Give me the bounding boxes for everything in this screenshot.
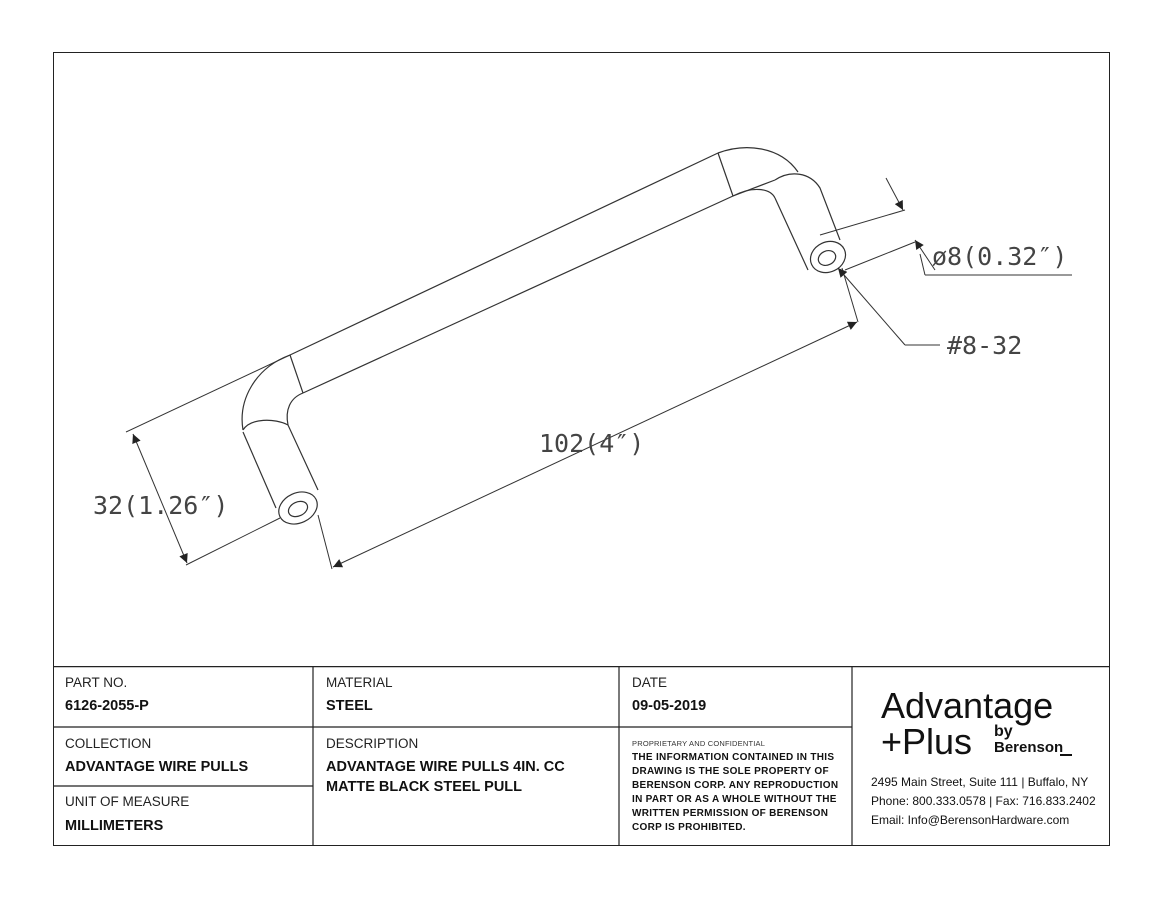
- logo-underline: [1060, 754, 1072, 756]
- title-block-grid: [53, 666, 1110, 846]
- contact-info: 2495 Main Street, Suite 111 | Buffalo, N…: [871, 773, 1106, 830]
- proprietary-line: CORP IS PROHIBITED.: [632, 822, 746, 833]
- material-label: MATERIAL: [326, 675, 393, 690]
- contact-email: Email: Info@BerensonHardware.com: [871, 813, 1070, 827]
- proprietary-heading: PROPRIETARY AND CONFIDENTIAL: [632, 739, 766, 748]
- logo-brand: Berenson: [994, 739, 1064, 756]
- proprietary-line: BERENSON CORP. ANY REPRODUCTION: [632, 780, 839, 791]
- material-value: STEEL: [326, 698, 373, 714]
- part-no-cell: PART NO. 6126-2055-P: [53, 666, 313, 727]
- unit-label: UNIT OF MEASURE: [65, 794, 190, 809]
- dim-height-label: 32(1.26″): [93, 491, 228, 520]
- unit-cell: UNIT OF MEASURE MILLIMETERS: [53, 786, 313, 846]
- contact-phone: Phone: 800.333.0578 | Fax: 716.833.2402: [871, 794, 1096, 808]
- description-line-2: MATTE BLACK STEEL PULL: [326, 779, 523, 795]
- pull-handle: [241, 147, 847, 525]
- description-cell: DESCRIPTION ADVANTAGE WIRE PULLS 4IN. CC…: [313, 727, 619, 846]
- drawing-frame: [53, 52, 1110, 846]
- contact-address: 2495 Main Street, Suite 111 | Buffalo, N…: [871, 775, 1089, 789]
- proprietary-cell: PROPRIETARY AND CONFIDENTIAL THE INFORMA…: [619, 727, 852, 846]
- logo-line-1: Advantage: [881, 685, 1054, 726]
- part-no-label: PART NO.: [65, 675, 128, 690]
- proprietary-line: IN PART OR AS A WHOLE WITHOUT THE: [632, 794, 837, 805]
- collection-cell: COLLECTION ADVANTAGE WIRE PULLS: [53, 727, 313, 786]
- description-line-1: ADVANTAGE WIRE PULLS 4IN. CC: [326, 759, 565, 775]
- date-label: DATE: [632, 675, 668, 690]
- date-cell: DATE 09-05-2019: [619, 666, 852, 727]
- material-cell: MATERIAL STEEL: [313, 666, 619, 727]
- part-no-value: 6126-2055-P: [65, 698, 149, 714]
- collection-value: ADVANTAGE WIRE PULLS: [65, 759, 249, 775]
- dimension-lines: [125, 177, 1072, 570]
- proprietary-line: WRITTEN PERMISSION OF BERENSON: [632, 808, 829, 819]
- logo-line-2: +Plus: [881, 721, 973, 762]
- dim-length-label: 102(4″): [539, 429, 644, 458]
- date-value: 09-05-2019: [632, 698, 707, 714]
- description-label: DESCRIPTION: [326, 736, 419, 751]
- proprietary-line: DRAWING IS THE SOLE PROPERTY OF: [632, 766, 829, 777]
- unit-value: MILLIMETERS: [65, 818, 164, 834]
- collection-label: COLLECTION: [65, 736, 152, 751]
- proprietary-text: THE INFORMATION CONTAINED IN THIS DRAWIN…: [632, 751, 847, 835]
- dim-thread-label: #8-32: [947, 331, 1022, 360]
- logo-by: by: [994, 723, 1013, 740]
- logo-cell: Advantage +Plus by Berenson 2495 Main St…: [852, 666, 1110, 846]
- proprietary-line: THE INFORMATION CONTAINED IN THIS: [632, 752, 835, 763]
- dim-diameter-label: ø8(0.32″): [932, 242, 1067, 271]
- title-block: PART NO. 6126-2055-P MATERIAL STEEL DATE…: [53, 666, 1110, 846]
